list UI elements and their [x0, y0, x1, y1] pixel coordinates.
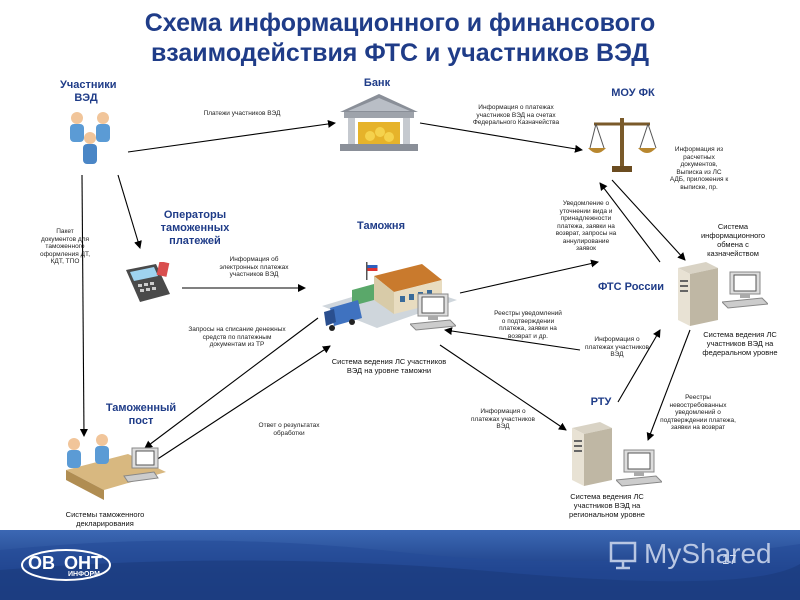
customs-label: Таможня [357, 220, 405, 232]
computer-icon [722, 271, 768, 309]
arrow-mou-fts [611, 179, 686, 261]
arrow-participants-operators [117, 174, 142, 249]
debit-request-edge-label: Запросы на списание денежных средств по … [188, 326, 286, 348]
mou-fk-label: МОУ ФК [611, 87, 655, 99]
processing-result-edge-label: Ответ о результатах обработки [258, 422, 320, 437]
rtu-server-icon [572, 422, 612, 486]
arrow-fts-customs [444, 327, 581, 351]
fts-info-edge-label: Информация о платежах участников ВЭД [585, 336, 649, 358]
logo-text-ov: ОВ [28, 553, 55, 573]
customs-post-label: Таможенный пост [105, 402, 177, 427]
participants-label: Участники ВЭД [60, 79, 117, 104]
arrow-fts-rtu [646, 329, 691, 441]
office-desk-icon [66, 434, 166, 500]
logo-text-inform: ИНФОРМ [68, 571, 100, 578]
operators-info-edge-label: Информация об электронных платежах участ… [219, 256, 289, 278]
arrow-customs-rtu [439, 344, 567, 431]
fts-label: ФТС России [597, 281, 665, 293]
slide-title: Схема информационного и финансового взаи… [0, 8, 800, 68]
rtu-label: РТУ [590, 396, 612, 408]
declaration-system-caption: Системы таможенного декларирования [65, 510, 145, 528]
scales-icon [588, 118, 657, 172]
customs-system-caption: Система ведения ЛС участников ВЭД на уро… [331, 357, 447, 375]
arrow-participants-post [79, 174, 88, 437]
bank-icon [340, 94, 418, 151]
server-icon [678, 262, 718, 326]
title-line-1: Схема информационного и финансового [144, 9, 656, 37]
operators-label: Операторы таможенных платежей [160, 209, 230, 247]
arrow-fts-mou [599, 182, 661, 263]
rtu-info-edge-label: Информация о платежах участников ВЭД [471, 408, 535, 430]
arrow-rtu-fts [617, 329, 661, 403]
logo-text-ont: ОНТ [64, 553, 102, 573]
regional-system-caption: Система ведения ЛС участников ВЭД на рег… [569, 492, 645, 519]
rtu-computer-icon [616, 449, 662, 487]
myshared-watermark: MyShared [644, 538, 772, 569]
logo-ellipse-icon [21, 549, 111, 581]
notify-edge-label: Уведомление о уточнении вида и принадлеж… [555, 200, 617, 252]
title-line-2: взаимодействия ФТС и участников ВЭД [150, 39, 650, 67]
fed-system-caption: Система ведения ЛС участников ВЭД на фед… [702, 330, 778, 357]
page-number: 17 [722, 552, 737, 567]
myshared-logo-icon [609, 541, 637, 570]
arrow-participants-bank [127, 120, 336, 153]
kazn-system-caption: Система информационного обмена с казначе… [700, 222, 766, 258]
rtu-registries-edge-label: Реестры невостребованных уведомлений о п… [660, 394, 736, 431]
bank-label: Банк [363, 77, 391, 89]
arrow-bank-mou [419, 122, 583, 153]
bank-to-mou-edge-label: Информация о платежах участников ВЭД на … [472, 104, 560, 126]
arrow-post-customs [149, 345, 331, 465]
packet-edge-label: Пакет документов для таможенного оформле… [39, 228, 91, 265]
arrow-customs-fts [459, 259, 599, 294]
arrow-customs-post [144, 317, 319, 449]
people-icon [70, 112, 110, 164]
company-logo[interactable]: ОВ ОНТ ИНФОРМ [20, 548, 112, 582]
payment-terminal-icon [126, 262, 170, 302]
mou-info-edge-label: Информация из расчетных документов, Выпи… [669, 146, 729, 191]
footer-wave [0, 540, 800, 600]
registries-edge-label: Реестры уведомлений о подтверждении плат… [494, 310, 562, 340]
payments-edge-label: Платежи участников ВЭД [203, 110, 281, 117]
customs-computer-icon [410, 293, 456, 331]
